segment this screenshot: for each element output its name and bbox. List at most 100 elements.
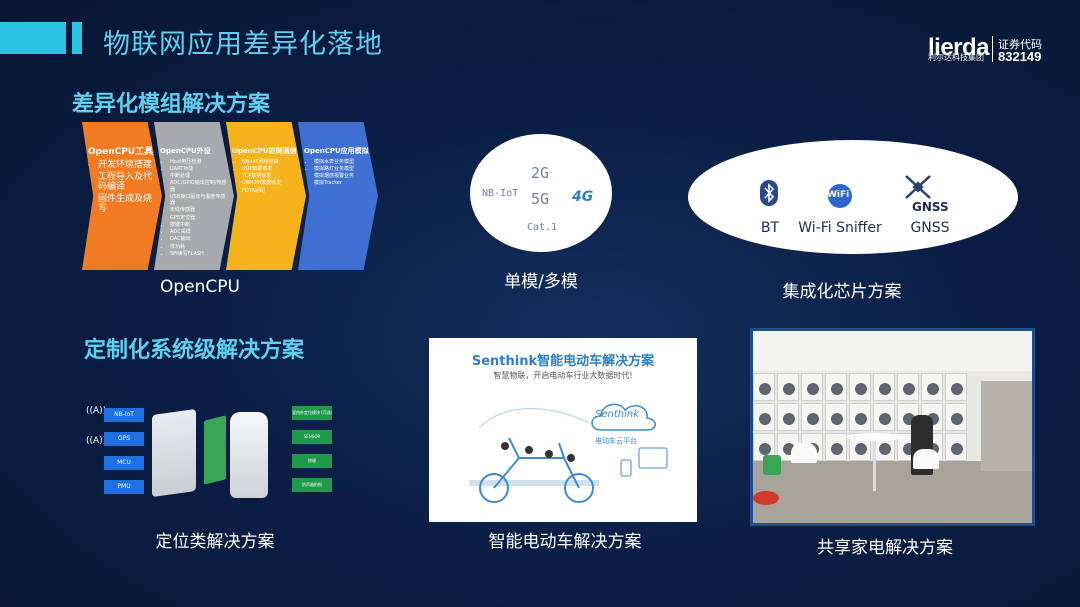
washer-door	[759, 383, 771, 395]
chevron-item: 无线传感器	[170, 207, 230, 213]
cloud-icon	[591, 403, 656, 431]
photo-table-leg	[873, 441, 876, 491]
wifi-icon-text: WiFi	[827, 190, 850, 200]
photo-counter	[981, 381, 1032, 471]
washer-machine	[801, 373, 823, 401]
washer-machine	[825, 373, 847, 401]
logo-divider	[992, 36, 993, 62]
chevron-item: 模拟路灯业务模型	[314, 166, 374, 172]
gnss-icon-text: GNSS	[912, 200, 949, 214]
chevron-item: ADC采样	[170, 229, 230, 235]
system-solution-title: 定制化系统级解决方案	[84, 338, 305, 363]
chevron-item: 低功耗	[170, 244, 230, 250]
ebike-caption: 智能电动车解决方案	[488, 532, 642, 552]
chip-label-bt: BT	[760, 220, 780, 236]
chevron-title: OpenCPU应用模拟	[304, 147, 369, 155]
chevron-item: LWM2M数据收发	[242, 180, 302, 186]
satellite-icon	[903, 174, 933, 200]
photo-chair	[791, 443, 817, 463]
washer-machine	[945, 433, 967, 461]
photo-table	[845, 433, 905, 441]
photo-ceiling	[753, 331, 1032, 371]
opencpu-caption: OpenCPU	[160, 277, 240, 297]
signal-icon-2: ((A))	[86, 436, 107, 446]
washer-machine	[945, 403, 967, 431]
company-logo-subtitle: 利尔达科技集团	[928, 53, 984, 62]
location-tag: SENSOR	[292, 430, 332, 444]
washer-door	[951, 383, 963, 395]
multimode-oval	[470, 134, 612, 252]
signal-icon: ((A))	[86, 406, 107, 416]
laundry-photo-frame	[750, 328, 1035, 526]
label-4g: 4G	[572, 189, 594, 205]
photo-basin	[753, 491, 779, 505]
chip-label-wifi: Wi-Fi Sniffer	[798, 220, 882, 236]
chevron-item: TCP数据收发	[242, 173, 302, 179]
label-5g: 5G	[531, 190, 550, 208]
washer-door	[807, 383, 819, 395]
location-tag: PMU	[104, 480, 144, 494]
chip-caption: 集成化芯片方案	[782, 282, 902, 302]
wifi-icon: WiFi	[823, 184, 857, 208]
washer-door	[783, 383, 795, 395]
washer-door	[879, 443, 891, 455]
washer-door	[951, 413, 963, 425]
chevron-item: 工程导入及代码编译	[98, 173, 158, 192]
chevron-title: OpenCPU外设	[160, 147, 211, 155]
washer-machine	[849, 403, 871, 431]
tracker-device-back	[230, 412, 268, 498]
washer-machine	[897, 373, 919, 401]
page-title: 物联网应用差异化落地	[103, 29, 383, 60]
washer-machine	[753, 403, 775, 431]
washer-machine	[801, 403, 823, 431]
washer-door	[879, 413, 891, 425]
washer-door	[951, 443, 963, 455]
company-logo: lierda	[928, 34, 990, 61]
washer-machine	[921, 373, 943, 401]
washer-door	[855, 443, 867, 455]
chevron-list: Host电压检测UART功能中断处理ADC/GPIO输出控制/传感器USB接口驱…	[160, 159, 230, 258]
header-accent-bar	[0, 22, 66, 54]
location-tag: NB-IoT	[104, 408, 144, 422]
chevron-item: FOTA适配	[242, 188, 302, 194]
location-tag: MCU	[104, 456, 144, 470]
chevron-item: SPI读写FLASH	[170, 251, 230, 257]
photo-bucket	[763, 455, 781, 475]
washer-door	[855, 383, 867, 395]
chevron-item: DAC输出	[170, 236, 230, 242]
label-cat1: Cat.1	[527, 222, 558, 233]
location-caption: 定位类解决方案	[155, 532, 275, 552]
chevron-item: 模拟水表业务模型	[314, 159, 374, 165]
header-accent-bar-small	[72, 22, 82, 54]
washer-machine	[825, 433, 847, 461]
chevron-item: GPS定位器	[170, 215, 230, 221]
chevron-item: 中断处理	[170, 173, 230, 179]
washer-machine	[849, 373, 871, 401]
stock-code-label: 证券代码	[998, 38, 1042, 51]
chevron-item: UART功能	[170, 166, 230, 172]
chevron-item: Host电压检测	[170, 159, 230, 165]
chevron-item: USB接口驱动与温度传感器	[170, 194, 230, 207]
washer-door	[759, 413, 771, 425]
tracker-pcb	[204, 415, 226, 485]
washer-door	[807, 413, 819, 425]
laundry-photo	[753, 331, 1032, 523]
washer-machine	[825, 403, 847, 431]
chevron-list: 开发环境搭建工程导入及代码编译固件生成及烧写	[88, 160, 158, 214]
platform-label: 电动车云平台	[595, 437, 637, 445]
stock-code: 832149	[998, 49, 1042, 64]
opencpu-chevron: OpenCPU工具链开发环境搭建工程导入及代码编译固件生成及烧写	[82, 122, 162, 270]
chevron-item: 固件生成及烧写	[98, 195, 158, 214]
ebike-card-subtitle: 智慧物联，开启电动车行业大数据时代!	[493, 371, 633, 380]
laundry-caption: 共享家电解决方案	[817, 538, 953, 558]
chevron-item: 模拟Tracker	[314, 180, 374, 186]
chevron-item: 模拟烟感报警业务	[314, 173, 374, 179]
opencpu-chevron: OpenCPU驻网通信NB-IoT网络连接UDP数据收发TCP数据收发LWM2M…	[226, 122, 306, 270]
chevron-list: 模拟水表业务模型模拟路灯业务模型模拟烟感报警业务模拟Tracker	[304, 159, 374, 187]
module-solution-title: 差异化模组解决方案	[72, 92, 271, 117]
chevron-item: UDP数据收发	[242, 166, 302, 172]
photo-floor	[753, 461, 1032, 523]
tracker-device-front	[152, 408, 196, 498]
chevron-list: NB-IoT网络连接UDP数据收发TCP数据收发LWM2M数据收发FOTA适配	[232, 159, 302, 194]
